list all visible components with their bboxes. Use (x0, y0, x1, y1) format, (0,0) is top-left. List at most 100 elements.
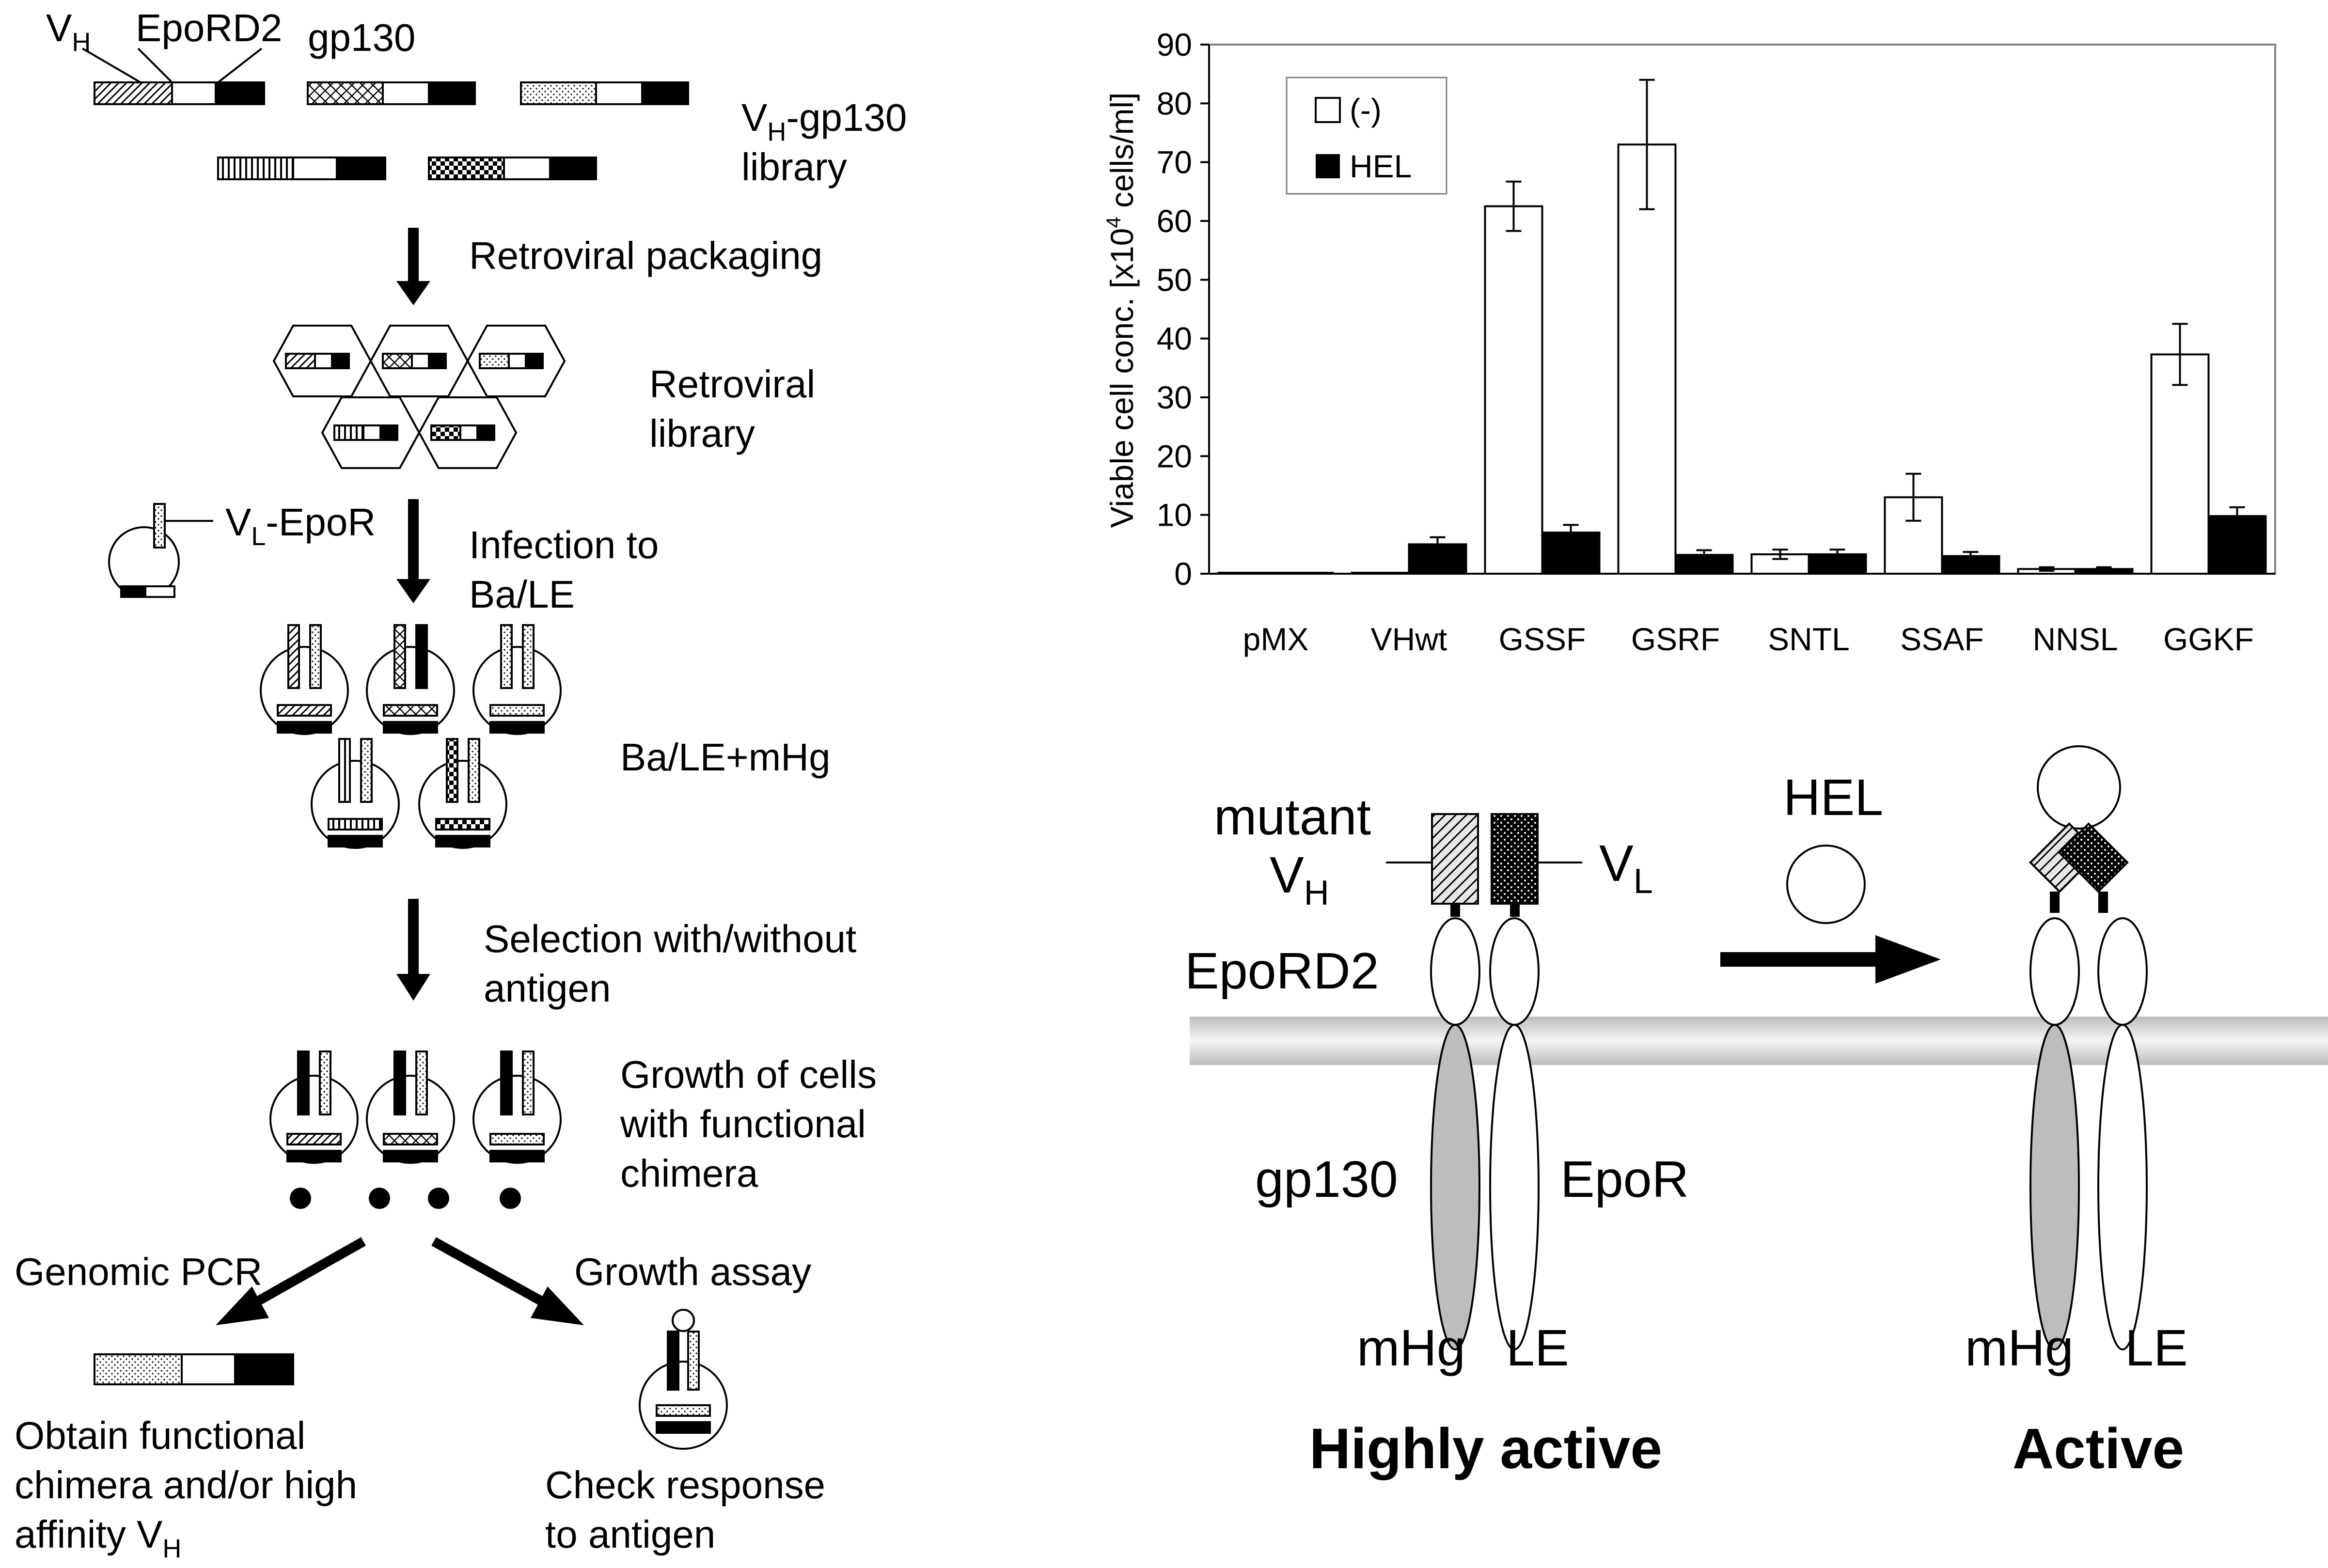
error-bar (1696, 549, 1712, 561)
error-bar (1963, 551, 1979, 562)
retro-library-label: Retroviral (649, 362, 815, 406)
bound-hel (2037, 745, 2121, 830)
down-arrow (396, 228, 430, 305)
retrovirus-hexagon (272, 325, 372, 397)
epord2-domain (1489, 917, 1540, 1026)
check-label: Check response (545, 1463, 825, 1506)
error-bar (2229, 506, 2245, 526)
y-tick-label: 90 (1157, 27, 1192, 63)
y-axis-label: Viable cell conc. [x104 cells/ml] (1102, 93, 1140, 528)
step-packaging: Retroviral packaging (469, 234, 822, 277)
selected-cell (269, 1051, 359, 1164)
infected-cell (311, 738, 400, 849)
y-tick-label: 60 (1157, 203, 1192, 239)
y-tick-label: 50 (1157, 262, 1192, 298)
mhg-label: mHg (1357, 1319, 1465, 1377)
error-bar (1829, 549, 1845, 560)
growth-label: with functional (620, 1102, 866, 1145)
x-tick-label: SNTL (1768, 621, 1850, 657)
growth-assay-label: Growth assay (574, 1250, 811, 1293)
vh-gp130-construct (428, 157, 597, 180)
check-label: to antigen (545, 1513, 715, 1556)
vl-epor-label: VL-EpoR (225, 501, 376, 551)
gp130-label: gp130 (308, 16, 415, 59)
continuation-dots (290, 1188, 521, 1209)
error-bar (1905, 472, 1921, 522)
infection-label: Infection to (469, 523, 659, 566)
le-label: LE (2125, 1319, 2188, 1377)
vh-domain (1431, 813, 1479, 905)
x-tick-label: GSSF (1499, 621, 1586, 657)
library-label: library (741, 145, 847, 188)
obtain-label: affinity VH (15, 1513, 181, 1563)
vh-gp130-construct (307, 81, 476, 105)
y-tick-label: 20 (1157, 438, 1192, 474)
flow-panel: VH EpoRD2 gp130 (15, 6, 907, 1563)
epord2-label: EpoRD2 (136, 6, 282, 49)
infected-cell (418, 738, 507, 849)
y-tick-label: 10 (1157, 497, 1192, 533)
x-tick-label: NNSL (2032, 621, 2118, 657)
legend-label: HEL (1350, 148, 1412, 184)
genomic-pcr-label: Genomic PCR (15, 1250, 262, 1293)
infection-label: Ba/LE (469, 573, 575, 616)
hel-antigen (1786, 845, 1866, 924)
vl-domain (1491, 813, 1539, 905)
x-tick-label: pMX (1243, 621, 1309, 657)
error-bar (2039, 566, 2055, 572)
selected-cell (472, 1051, 562, 1164)
gp130-model-label: gp130 (1255, 1151, 1398, 1208)
bar-group (1217, 78, 2267, 575)
retro-library-label: library (649, 412, 755, 455)
epor-model-label: EpoR (1560, 1151, 1689, 1208)
mhg-label: mHg (1965, 1319, 2074, 1377)
hel-label: HEL (1783, 769, 1883, 826)
epor-domain (2097, 1024, 2148, 1350)
x-tick-label: GGKF (2163, 621, 2254, 657)
error-bar (1639, 78, 1655, 210)
receptor-model: mutant VH VL EpoRD2 gp130 EpoR mHg LE Hi… (1185, 745, 2328, 1481)
vh-gp130-construct (217, 157, 386, 180)
gp130-domain (1430, 1024, 1480, 1350)
legend-swatch-unstimulated (1315, 97, 1341, 123)
bar-unstimulated (1217, 572, 1277, 575)
epord2-domain (1430, 917, 1480, 1026)
retrovirus-hexagon (466, 325, 566, 397)
selection-label: antigen (484, 967, 611, 1010)
vh-gp130-construct (94, 81, 265, 105)
x-tick-label: SSAF (1900, 621, 1983, 657)
y-tick-label: 80 (1157, 85, 1192, 121)
gp130-domain (2029, 1024, 2080, 1350)
retrovirus-hexagon (321, 396, 421, 469)
retrovirus-hexagon (369, 325, 469, 397)
infected-cell (260, 624, 349, 735)
growth-label: chimera (620, 1152, 758, 1195)
error-bar (1506, 180, 1522, 232)
library-label: VH-gp130 (741, 96, 907, 146)
error-bar (2172, 323, 2188, 386)
bale-mhg-label: Ba/LE+mHg (620, 736, 831, 779)
receptor-dimer-left (1386, 813, 1582, 1350)
legend-swatch-hel (1316, 154, 1340, 178)
epord2-domain (2029, 917, 2080, 1026)
bar-unstimulated (1351, 572, 1410, 575)
mutant-label: mutant (1214, 788, 1371, 846)
down-arrow (396, 899, 430, 1001)
bar-unstimulated (1484, 205, 1543, 575)
legend-box (1286, 77, 1447, 195)
state-highly-active: Highly active (1309, 1417, 1662, 1481)
split-arrows (216, 1237, 584, 1325)
obtain-label: Obtain functional (15, 1414, 305, 1457)
down-arrow (396, 499, 430, 603)
bar-hel (1274, 572, 1334, 575)
functional-chimera (94, 1353, 294, 1385)
state-active: Active (2013, 1417, 2184, 1481)
epord2-model-label: EpoRD2 (1185, 942, 1379, 1000)
error-bar (1563, 524, 1579, 541)
legend-label: (-) (1350, 92, 1382, 128)
y-tick-label: 30 (1157, 379, 1192, 415)
